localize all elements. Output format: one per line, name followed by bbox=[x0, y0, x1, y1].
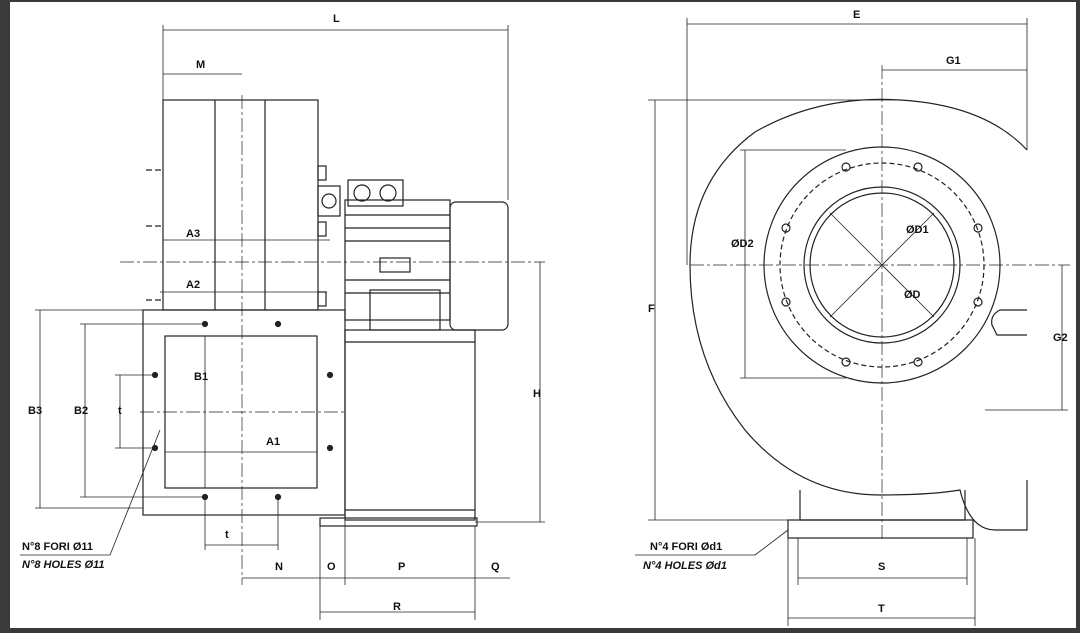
feet-note-it: N°4 FORI Ød1 bbox=[650, 541, 722, 553]
dim-D-label: ØD bbox=[904, 289, 921, 301]
side-centerlines bbox=[120, 95, 545, 585]
dim-G1-label: G1 bbox=[946, 55, 961, 67]
dim-B1-label: B1 bbox=[194, 371, 208, 383]
dim-A3-label: A3 bbox=[186, 228, 200, 240]
holes-note-en: N°8 HOLES Ø11 bbox=[22, 559, 104, 571]
outlet-flange bbox=[142, 309, 346, 516]
dim-Q-label: Q bbox=[491, 561, 500, 573]
front-dimension-lines bbox=[635, 18, 1068, 626]
motor bbox=[317, 179, 509, 331]
front-labels: E G1 F G2 ØD2 ØD1 ØD S T N°4 FORI Ød1 N°… bbox=[643, 9, 1068, 615]
dim-D2-label: ØD2 bbox=[731, 238, 754, 250]
side-dimension-lines bbox=[20, 25, 545, 620]
dim-B2-label: B2 bbox=[74, 405, 88, 417]
drawing-sheet: L M A3 A2 A1 B1 B2 B3 t t H N O P Q R N°… bbox=[10, 2, 1076, 628]
feet-note-en: N°4 HOLES Ød1 bbox=[643, 560, 727, 572]
dim-T-label: T bbox=[878, 603, 885, 615]
dim-D1-label: ØD1 bbox=[906, 224, 929, 236]
dim-F-label: F bbox=[648, 303, 655, 315]
dim-N-label: N bbox=[275, 561, 283, 573]
front-view bbox=[635, 18, 1070, 626]
technical-drawing: L M A3 A2 A1 B1 B2 B3 t t H N O P Q R N°… bbox=[20, 9, 1070, 626]
dim-t-vertical-label: t bbox=[118, 405, 122, 417]
base-frame bbox=[319, 329, 478, 527]
dim-A2-label: A2 bbox=[186, 279, 200, 291]
side-labels: L M A3 A2 A1 B1 B2 B3 t t H N O P Q R N°… bbox=[22, 13, 541, 613]
dim-P-label: P bbox=[398, 561, 405, 573]
dim-M-label: M bbox=[196, 59, 205, 71]
holes-note-it: N°8 FORI Ø11 bbox=[22, 541, 93, 553]
side-view bbox=[20, 25, 545, 620]
dim-H-label: H bbox=[533, 388, 541, 400]
dim-t-horizontal-label: t bbox=[225, 529, 229, 541]
dim-O-label: O bbox=[327, 561, 336, 573]
dim-S-label: S bbox=[878, 561, 885, 573]
dim-L-label: L bbox=[333, 13, 340, 25]
front-centerlines bbox=[690, 65, 1070, 540]
volute bbox=[689, 98, 1028, 539]
dim-B3-label: B3 bbox=[28, 405, 42, 417]
dim-A1-label: A1 bbox=[266, 436, 280, 448]
dim-E-label: E bbox=[853, 9, 860, 21]
dim-R-label: R bbox=[393, 601, 401, 613]
casing-side bbox=[146, 99, 327, 311]
dim-G2-label: G2 bbox=[1053, 332, 1068, 344]
